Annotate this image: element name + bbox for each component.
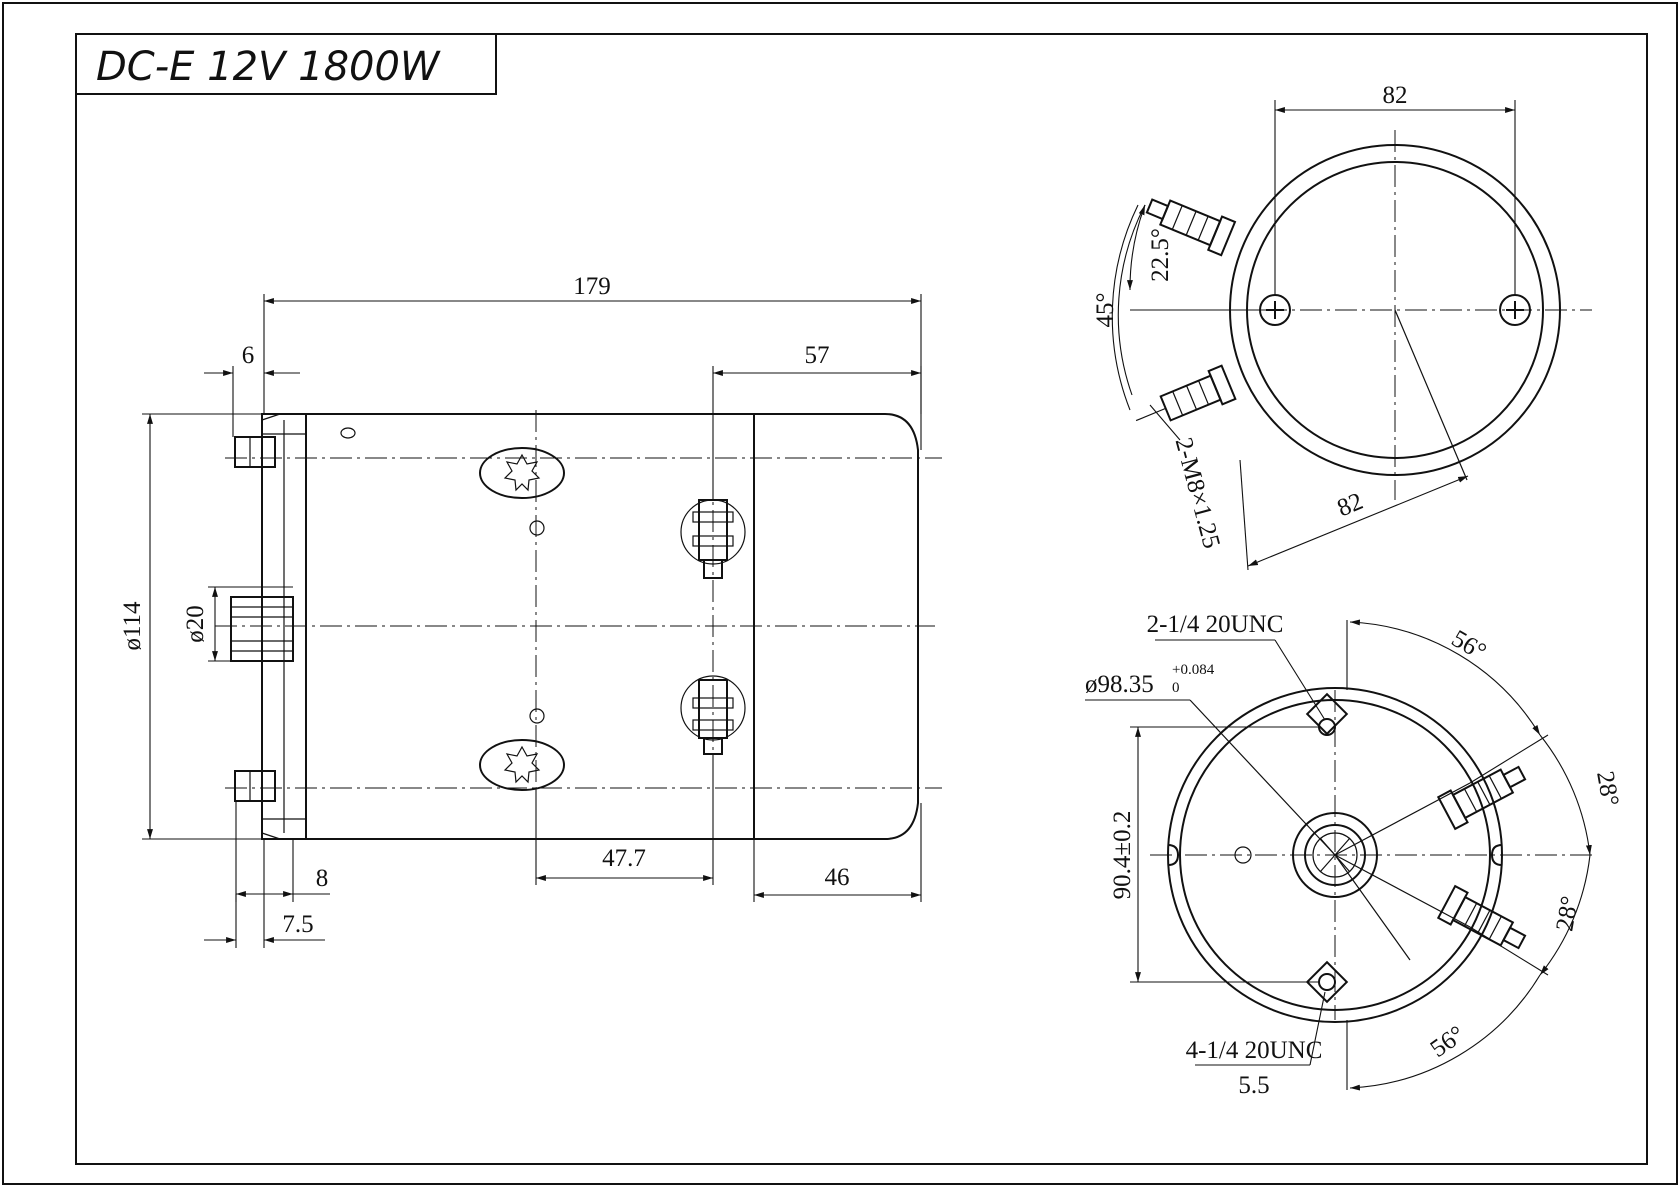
front-terminal-lower [1436,884,1527,950]
rear-thread-callout: 2-M8×1.25 [1149,404,1225,552]
dim-179-label: 179 [573,273,611,300]
dim-shaft-length: 7.5 [204,839,325,948]
rear-dim-diag: 82 [1239,309,1469,571]
inner-border [75,33,1648,1165]
front-dim-90-4-label: 90.4±0.2 [1109,811,1136,900]
front-terminal-upper [1436,765,1527,831]
front-hole-bottom-label: 4-1/4 20UNC [1186,1037,1323,1064]
front-boss-right [1490,844,1503,866]
dim-terminal-pos: 47.7 [535,754,714,885]
dim-rear-cap: 57 [712,342,922,500]
front-callout-bottom: 4-1/4 20UNC 5.5 [1186,991,1326,1099]
dim-6-label: 6 [242,342,255,369]
front-angle-28-top-label: 28° [1591,769,1624,808]
vent-oval-top [479,447,565,499]
front-hole-top-label: 2-1/4 20UNC [1147,611,1284,638]
vent-oval-bottom [479,739,565,791]
front-angle-28-bottom-label: 28° [1551,894,1584,933]
drawing-title: DC-E 12V 1800W [96,44,441,90]
front-radial-diag [1334,854,1411,961]
front-boss-left [1167,844,1180,866]
output-shaft [230,596,294,662]
rear-dim-82-diag-label: 82 [1333,488,1366,523]
body-hole-1 [340,427,356,439]
front-callout-top: 2-1/4 20UNC [1147,611,1326,721]
dim-flange: 6 [204,342,300,437]
front-dim-5-5-label: 5.5 [1238,1072,1269,1099]
rear-terminal-lower [1135,364,1237,422]
front-dim-bolt-spacing: 90.4±0.2 [1109,726,1320,983]
dim-overall-length: 179 [263,273,922,450]
title-block: DC-E 12V 1800W [75,33,497,95]
rear-thread-label: 2-M8×1.25 [1170,435,1225,552]
body-hole-3 [529,708,545,724]
front-radial-28a [1334,782,1471,856]
dim-20-label: ø20 [182,605,209,643]
dim-shaft-dia: ø20 [182,586,293,662]
dim-diameter: ø114 [119,413,300,840]
dim-end-cap: 46 [753,803,922,902]
dim-8-label: 8 [316,865,329,892]
rear-angle-arcs: 22.5° 45° [1092,204,1270,411]
dim-57-label: 57 [805,342,830,369]
front-view: 90.4±0.2 ø98.35 +0.084 0 2-1/4 20UNC 4-1… [1085,611,1624,1099]
front-shaft [1292,812,1378,898]
front-radial-28b [1334,854,1471,928]
front-angle-56-bottom-label: 56° [1426,1021,1470,1063]
dim-114-label: ø114 [119,601,146,651]
dim-7-5-label: 7.5 [282,911,313,938]
front-angle-arcs: 56° 28° 28° 56° [1346,619,1624,1091]
side-view: 179 6 57 ø114 ø20 [119,273,942,948]
front-pilot-tol-upper: +0.084 [1172,662,1215,678]
rear-terminal-upper [1145,198,1237,257]
front-angle-56-top-label: 56° [1447,625,1491,666]
dim-47-7-label: 47.7 [602,845,646,872]
rear-dim-82-label: 82 [1383,82,1408,109]
rear-view: 82 82 22.5° 45° 2-M8×1.25 [1092,82,1592,571]
dim-flange-thk: 8 [235,801,330,902]
front-pilot-dia-label: ø98.35 [1085,671,1154,698]
rear-angle-22-5-label: 22.5° [1147,228,1174,282]
flange-stud-top [234,436,276,468]
front-small-hole [1234,846,1252,864]
front-dim-pilot: ø98.35 +0.084 0 [1085,662,1215,701]
rear-angle-45-label: 45° [1092,293,1119,328]
front-pilot-tol-lower: 0 [1172,680,1180,696]
front-radial-pilot [1189,699,1336,856]
body-hole-2 [529,520,545,536]
flange-stud-bottom [234,770,276,802]
rear-dim-width: 82 [1274,82,1516,295]
dim-46-label: 46 [825,864,850,891]
